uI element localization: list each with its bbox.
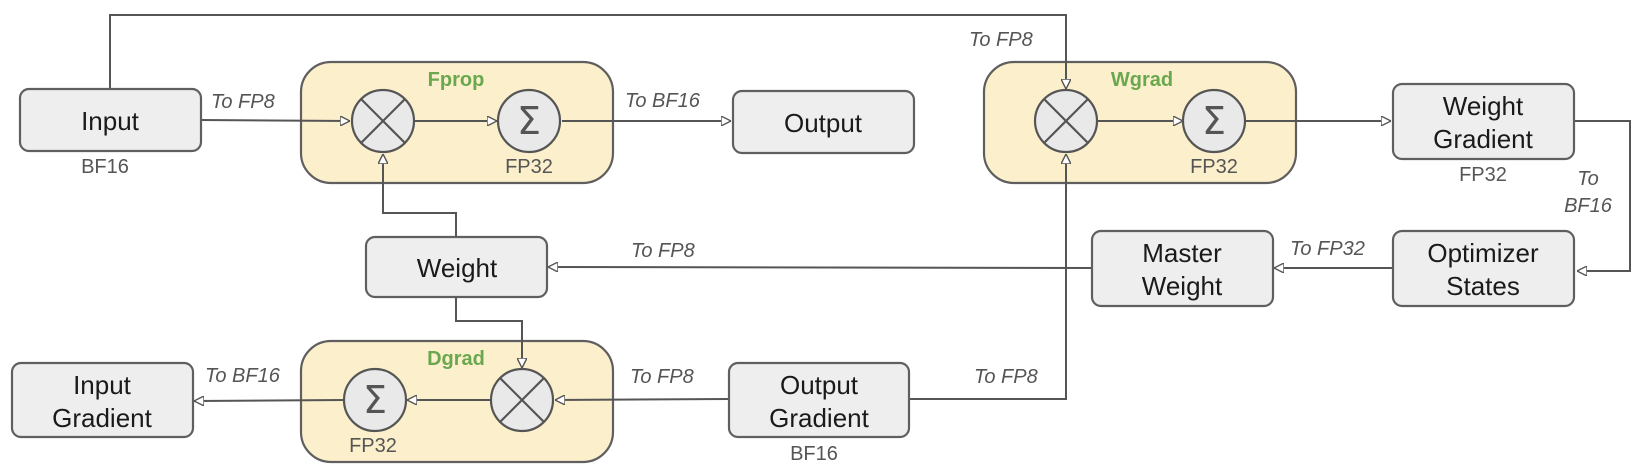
svg-text:Σ: Σ [1202, 99, 1226, 143]
label-dgrad-to-input-gradient: To BF16 [205, 365, 281, 387]
fprop-sum-precision: FP32 [505, 156, 553, 178]
wgrad-title: Wgrad [1111, 69, 1173, 91]
fprop-group: Fprop [299, 60, 615, 185]
edge-input-to-wgrad-mult [109, 14, 1066, 89]
output-gradient-precision: BF16 [790, 443, 838, 465]
master-weight-node: Master Weight [1090, 229, 1275, 308]
output-gradient-label-line1: Output [780, 370, 859, 400]
label-input-to-fprop: To FP8 [211, 91, 275, 113]
input-gradient-label-line1: Input [73, 370, 132, 400]
wgrad-sum-precision: FP32 [1190, 156, 1238, 178]
label-output-gradient-to-wgrad: To FP8 [974, 366, 1038, 388]
master-weight-label-line1: Master [1142, 238, 1222, 268]
edge-dgrad-to-input-gradient [194, 400, 344, 401]
weight-label: Weight [417, 253, 498, 283]
label-input-to-wgrad: To FP8 [969, 29, 1033, 51]
optimizer-states-label-line2: States [1446, 271, 1520, 301]
input-label: Input [81, 106, 140, 136]
svg-text:Σ: Σ [363, 378, 387, 422]
edge-weight-to-fprop-mult [383, 154, 457, 237]
fprop-sum-op: Σ [496, 88, 562, 154]
edge-weight-to-dgrad-mult [455, 297, 522, 368]
wgrad-sum-op: Σ [1181, 88, 1247, 154]
label-optimizer-to-master: To FP32 [1290, 238, 1365, 260]
weight-gradient-label-line1: Weight [1443, 91, 1524, 121]
edge-output-gradient-to-wgrad-mult [908, 154, 1066, 400]
output-label: Output [784, 108, 863, 138]
dgrad-sum-precision: FP32 [349, 435, 397, 457]
optimizer-states-label-line1: Optimizer [1427, 238, 1539, 268]
optimizer-states-node: Optimizer States [1391, 229, 1576, 308]
fprop-multiply-op [350, 88, 416, 154]
svg-text:Σ: Σ [517, 99, 541, 143]
output-gradient-node: Output Gradient [727, 361, 911, 439]
weight-gradient-precision: FP32 [1459, 164, 1507, 186]
dgrad-title: Dgrad [427, 348, 485, 370]
input-precision: BF16 [81, 156, 129, 178]
label-output-gradient-to-dgrad: To FP8 [630, 366, 694, 388]
weight-gradient-label-line2: Gradient [1433, 124, 1533, 154]
edge-input-to-fprop-mult [200, 120, 350, 121]
input-gradient-node: Input Gradient [10, 361, 195, 439]
wgrad-multiply-op [1033, 88, 1099, 154]
label-wgrad-to-optimizer-line2: BF16 [1564, 195, 1613, 217]
weight-gradient-node: Weight Gradient [1391, 82, 1576, 161]
edge-master-weight-to-weight [548, 267, 1093, 268]
input-gradient-label-line2: Gradient [52, 403, 152, 433]
edges [109, 14, 1631, 401]
output-gradient-label-line2: Gradient [769, 403, 869, 433]
label-fprop-to-output: To BF16 [625, 90, 701, 112]
output-node: Output [731, 89, 916, 155]
master-weight-label-line2: Weight [1142, 271, 1223, 301]
input-node: Input [18, 87, 203, 153]
wgrad-group: Wgrad [982, 60, 1298, 185]
label-wgrad-to-optimizer-line1: To [1577, 168, 1599, 190]
dgrad-multiply-op [489, 367, 555, 433]
edge-weight-gradient-to-optimizer [1574, 120, 1631, 271]
fprop-title: Fprop [428, 69, 485, 91]
dgrad-sum-op: Σ [342, 367, 408, 433]
weight-node: Weight [364, 235, 549, 299]
edge-output-gradient-to-dgrad-mult [555, 399, 730, 400]
label-master-to-weight: To FP8 [631, 240, 695, 262]
